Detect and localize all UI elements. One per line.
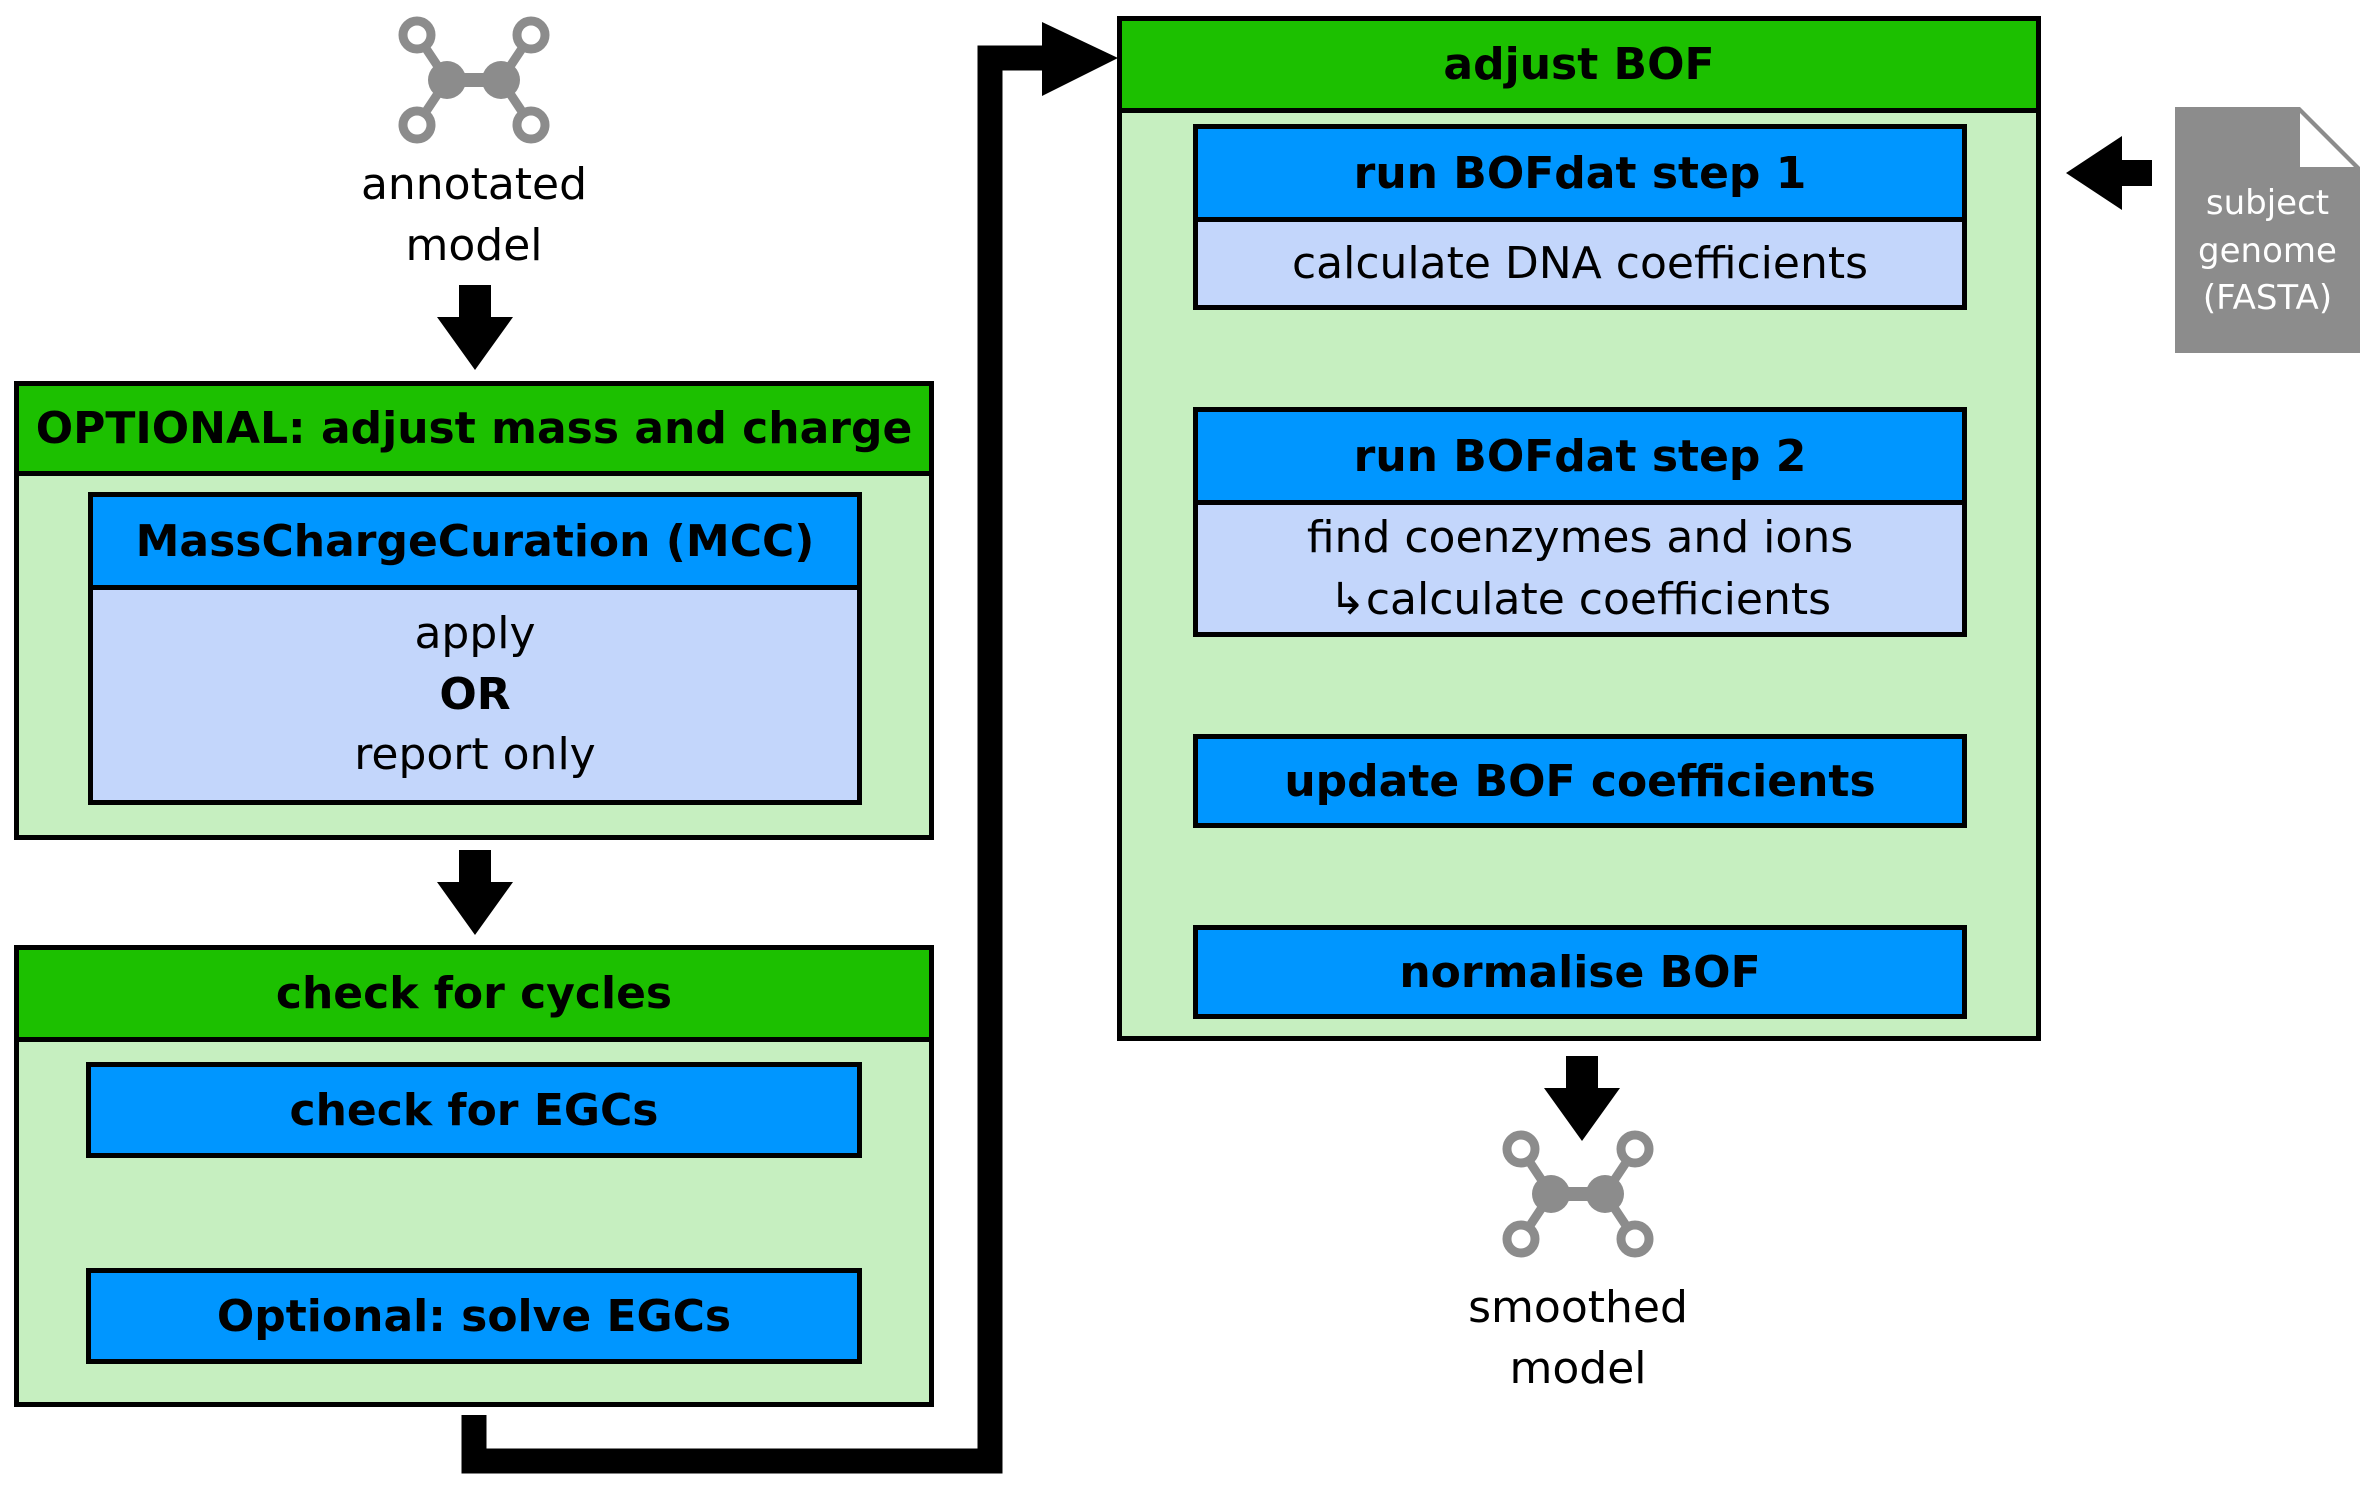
cycles-panel-title: check for cycles [19,950,929,1042]
arrow-down-icon [437,285,513,370]
bofdat-step1-body: calculate DNA coefficients [1198,222,1962,305]
mcc-box-body: apply OR report only [93,590,857,800]
bof-panel-title: adjust BOF [1122,21,2036,113]
bofdat-step2-line1: find coenzymes and ions [1306,511,1854,563]
annotated-model-line-1: annotated [360,159,588,210]
bofdat-step1-title: run BOFdat step 1 [1198,129,1962,222]
normalise-bof-box: normalise BOF [1193,925,1967,1019]
bofdat-step1-text: calculate DNA coefficients [1291,237,1869,289]
arrow-down-icon [1544,1056,1620,1141]
bofdat-step2-body: find coenzymes and ions ↳calculate coeff… [1198,505,1962,632]
solve-egcs-box: Optional: solve EGCs [86,1268,862,1364]
mcc-box: MassChargeCuration (MCC) apply OR report… [88,492,862,805]
mcc-or-text: OR [439,668,511,720]
annotated-model-line-2: model [405,219,543,271]
check-egcs-box: check for EGCs [86,1062,862,1158]
bofdat-step2-line2: ↳calculate coefficients [1328,573,1832,625]
bofdat-step1-box: run BOFdat step 1 calculate DNA coeffici… [1193,124,1967,310]
arrow-down-icon [437,850,513,935]
smoothed-model-label: smoothed model [1453,1278,1703,1399]
connector-arrow [461,45,1050,1474]
annotated-model-label: annotated model [349,155,599,276]
smoothed-model-line-2: model [1509,1342,1647,1394]
update-bof-box: update BOF coefficients [1193,734,1967,828]
mcc-report-only-text: report only [354,729,596,781]
document-icon [2175,107,2360,353]
subject-genome-line-2: genome [2198,230,2337,271]
connector-arrowhead [1042,22,1118,96]
mcc-apply-text: apply [414,607,536,659]
bofdat-step2-title: run BOFdat step 2 [1198,412,1962,505]
smoothed-molecule-icon [1507,1135,1649,1253]
subject-genome-line-3: (FASTA) [2202,278,2333,319]
subject-genome-line-1: subject [2205,183,2330,223]
arrow-left-icon [2066,136,2152,210]
subject-genome-label: subject genome (FASTA) [2175,180,2360,323]
mass-charge-panel-title: OPTIONAL: adjust mass and charge [19,386,929,476]
bofdat-step2-box: run BOFdat step 2 find coenzymes and ion… [1193,407,1967,637]
annotated-molecule-icon [403,21,545,139]
mcc-box-title: MassChargeCuration (MCC) [93,497,857,590]
smoothed-model-line-1: smoothed [1468,1282,1688,1333]
